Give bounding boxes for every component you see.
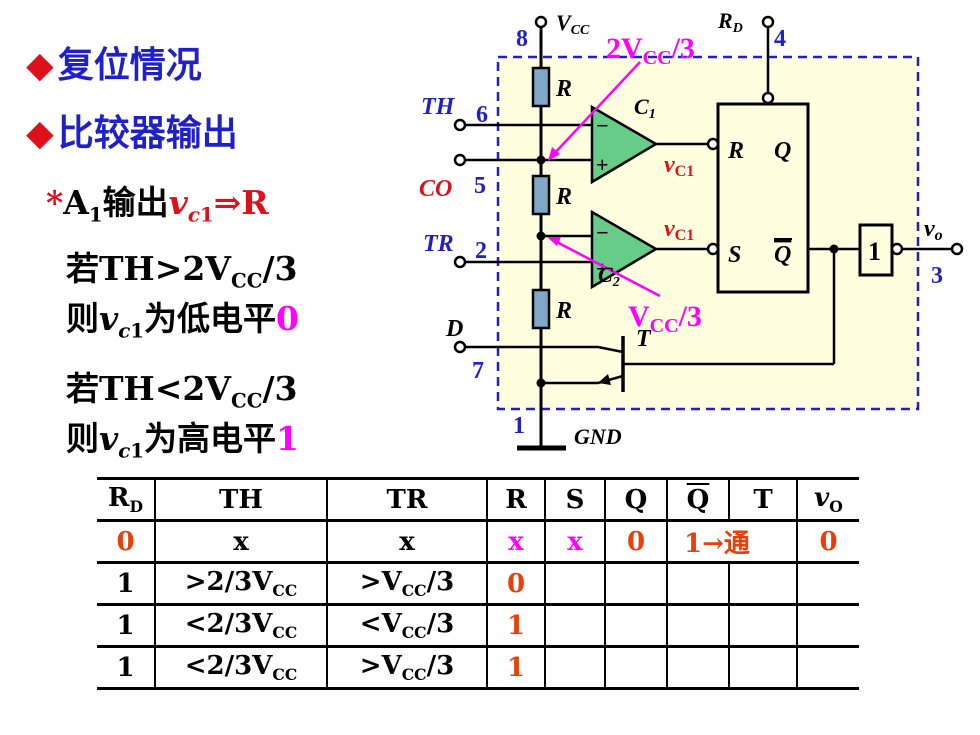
th-terminal xyxy=(453,118,467,132)
inverter-label: 1 xyxy=(868,237,881,266)
a1-output-line: *A1输出vc1⇒R xyxy=(46,183,269,227)
resistor-mid xyxy=(531,174,551,216)
diamond-icon: ◆ xyxy=(26,44,54,86)
header-qbar: Q xyxy=(666,478,729,521)
co-terminal xyxy=(453,153,467,167)
svg-text:+: + xyxy=(596,152,609,177)
vcc-terminal xyxy=(534,15,548,29)
chip-boundary xyxy=(496,55,920,411)
pin-5-label: 5 xyxy=(474,173,486,199)
comparator-c1 xyxy=(590,104,659,185)
pin-4-label: 4 xyxy=(774,26,786,52)
result-low: 则vc1为低电平0 xyxy=(66,299,299,343)
rd-label: RD xyxy=(717,8,743,36)
gnd-label: GND xyxy=(574,424,622,449)
timer-555-circuit: − + − + VCC 8 RD 4 2VCC/3 R R R TH 6 CO … xyxy=(419,8,964,451)
header-t: T xyxy=(728,478,797,521)
ff-q-label: Q xyxy=(774,138,791,164)
header-r: R xyxy=(486,478,545,521)
d-terminal xyxy=(453,340,467,354)
header-rd: RD xyxy=(107,482,144,517)
vo-label: vo xyxy=(924,216,943,244)
resistor-top xyxy=(531,66,551,108)
r-label-top: R xyxy=(555,76,572,102)
table-row: 0 x x x x 0 1→通 0 xyxy=(97,520,859,563)
t-label: T xyxy=(636,326,652,352)
ff-qbar-label: Q xyxy=(774,242,791,268)
rs-flip-flop xyxy=(716,102,810,294)
r-label-mid: R xyxy=(555,184,572,210)
tr-terminal xyxy=(453,255,467,269)
table-row: 1 >2/3VCC >VCC/3 0 xyxy=(97,562,859,605)
header-th: TH xyxy=(154,478,327,521)
truth-table: RD TH TR R S Q Q T vO 0 x x x x 0 1→通 0 … xyxy=(97,477,859,690)
th-label: TH xyxy=(421,94,456,120)
header-tr: TR xyxy=(326,478,487,521)
header-q: Q xyxy=(604,478,667,521)
ff-r-label: R xyxy=(727,138,744,164)
svg-text:−: − xyxy=(596,220,609,245)
table-row: 1 <2/3VCC >VCC/3 1 xyxy=(97,646,859,689)
r-label-bottom: R xyxy=(555,298,572,324)
vcc-label: VCC xyxy=(556,10,590,38)
tr-label: TR xyxy=(423,231,454,257)
svg-text:+: + xyxy=(596,256,609,281)
header-s: S xyxy=(544,478,605,521)
condition-high: 若TH>2VCC/3 xyxy=(66,249,298,293)
pin-2-label: 2 xyxy=(475,238,487,264)
co-label: CO xyxy=(419,176,452,202)
pin-1-label: 1 xyxy=(513,413,525,439)
result-high: 则vc1为高电平1 xyxy=(66,419,299,463)
pin-6-label: 6 xyxy=(476,102,488,128)
ref-high-label: 2VCC/3 xyxy=(606,32,695,69)
bullet-reset: ◆复位情况 xyxy=(26,44,202,86)
vo-terminal xyxy=(950,242,964,256)
pin-8-label: 8 xyxy=(516,26,528,52)
bullet-comparator: ◆比较器输出 xyxy=(26,112,238,154)
resistor-bottom xyxy=(531,288,551,330)
diamond-icon: ◆ xyxy=(26,112,54,154)
header-vo: vO xyxy=(796,478,859,521)
pin-3-label: 3 xyxy=(931,263,943,289)
table-header-row: RD TH TR R S Q Q T vO xyxy=(97,478,859,521)
table-row: 1 <2/3VCC <VCC/3 1 xyxy=(97,604,859,647)
ff-s-label: S xyxy=(728,242,741,268)
rd-terminal xyxy=(761,15,775,29)
condition-low: 若TH<2VCC/3 xyxy=(66,369,298,413)
d-label: D xyxy=(445,316,463,342)
svg-text:−: − xyxy=(596,113,609,138)
pin-7-label: 7 xyxy=(472,358,484,384)
